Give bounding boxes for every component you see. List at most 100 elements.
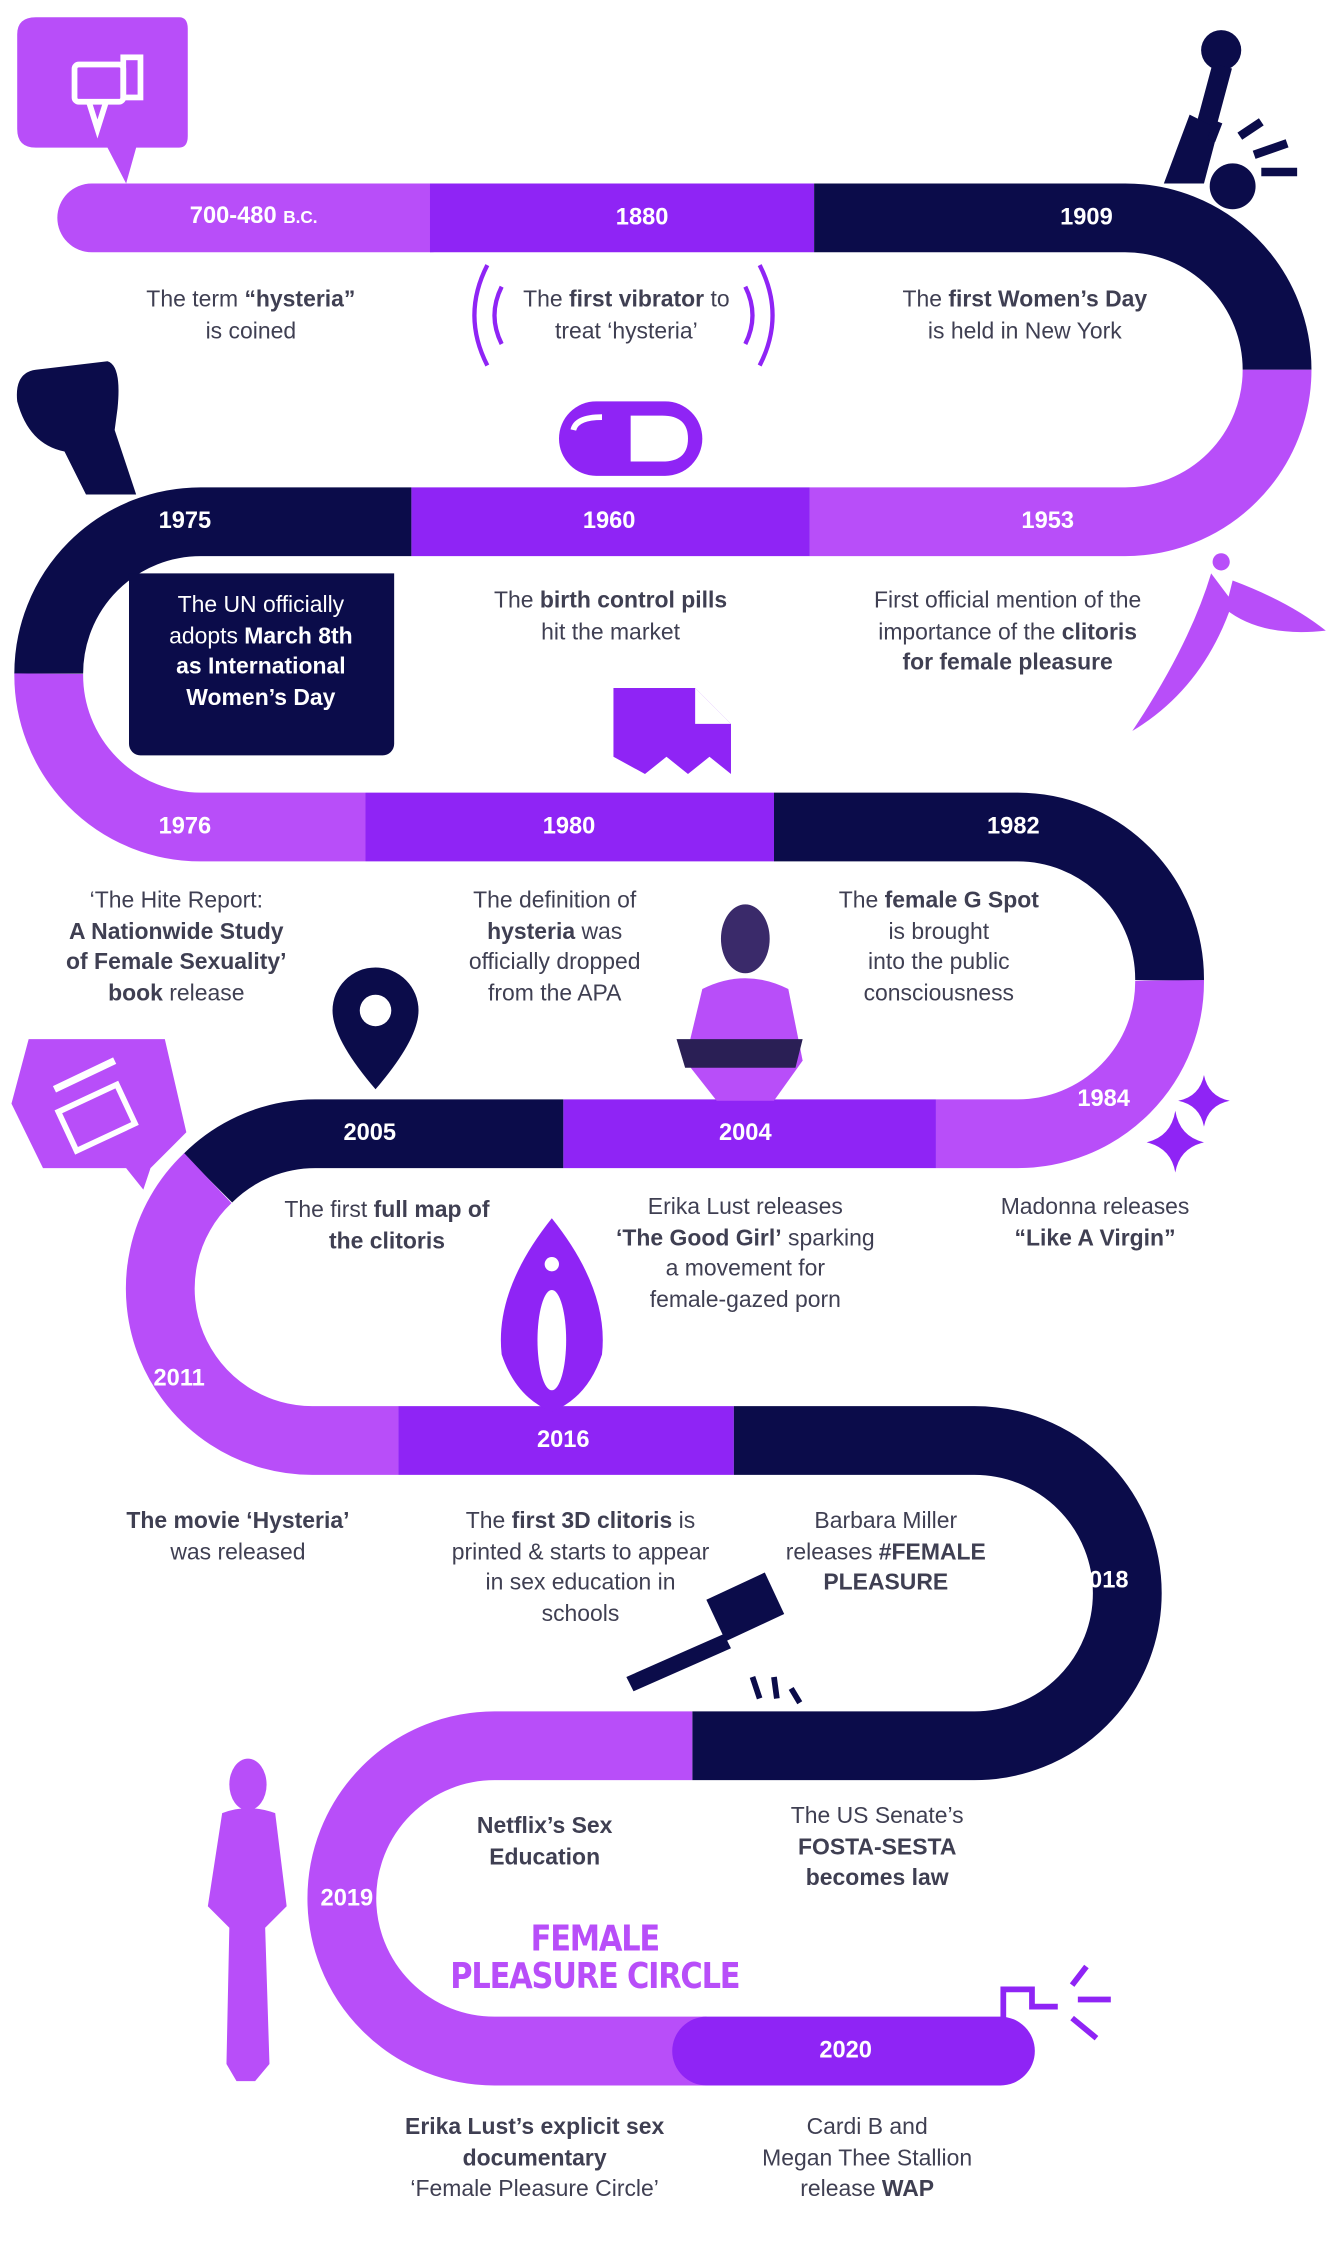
- description-text: The: [465, 1509, 512, 1534]
- description-text: Cardi B and Megan Thee Stallion release: [762, 2115, 973, 2202]
- year-label: 2004: [719, 1120, 772, 1146]
- description-text: is brought into the public consciousness: [863, 919, 1015, 1006]
- event-description: Netflix’s Sex Education: [477, 1812, 613, 1874]
- year-label: 2016: [536, 1426, 590, 1453]
- emphasis-text: first 3D clitoris: [511, 1509, 673, 1534]
- track-segment: [814, 183, 1312, 371]
- description-text: Madonna releases: [1000, 1195, 1190, 1220]
- event-description: Madonna releases “Like A Virgin”: [1001, 1193, 1190, 1255]
- description-text: release: [162, 981, 245, 1006]
- track-segment: [307, 1711, 707, 2086]
- woman-crossed-arms-icon: [676, 904, 803, 1101]
- year-label: 1982: [987, 813, 1040, 840]
- description-text: The term: [146, 288, 245, 313]
- description-text: is coined: [205, 318, 297, 344]
- event-description: The definition of hysteria was officiall…: [469, 886, 641, 1009]
- event-description: First official mention of the importance…: [874, 586, 1141, 678]
- emphasis-text: WAP: [881, 2177, 935, 2202]
- event-description: The first Women’s Day is held in New Yor…: [902, 285, 1147, 347]
- description-text: The: [523, 288, 569, 313]
- emphasis-text: female G Spot: [884, 888, 1039, 914]
- event-highlight-box: The UN officially adopts March 8th as In…: [128, 573, 395, 756]
- year-label: 1953: [1021, 508, 1075, 534]
- event-description: The term “hysteria” is coined: [146, 285, 355, 347]
- description-text: was officially dropped from the APA: [468, 919, 641, 1006]
- emphasis-text: birth control pills: [539, 589, 728, 614]
- description-text: is printed & starts to appear in sex edu…: [451, 1509, 710, 1627]
- statue-of-liberty-icon: [1163, 30, 1298, 210]
- description-text: sparking a movement for female-gazed por…: [649, 1226, 875, 1313]
- event-description: Erika Lust’s explicit sex documentary ‘F…: [405, 2113, 664, 2205]
- event-description: The US Senate’s FOSTA-SESTA becomes law: [791, 1802, 964, 1894]
- emphasis-text: hysteria: [487, 919, 576, 944]
- event-description: The first full map of the clitoris: [284, 1195, 489, 1257]
- year-label: 1976: [158, 813, 212, 840]
- emphasis-text: “hysteria”: [244, 288, 356, 313]
- pill-icon: [558, 401, 703, 476]
- year-label: 1984: [1077, 1085, 1130, 1112]
- vulva-icon: [500, 1218, 603, 1412]
- vibration-arcs-icon: [472, 264, 775, 367]
- emphasis-text: A Nationwide Study of Female Sexuality’ …: [66, 919, 287, 1006]
- event-description: Erika Lust releases ‘The Good Girl’ spar…: [616, 1193, 875, 1316]
- event-description: The first vibrator to treat ‘hysteria’: [523, 285, 729, 347]
- year-label: 1980: [542, 813, 596, 840]
- description-text: Barbara Miller releases: [785, 1509, 958, 1565]
- description-text: Erika Lust releases: [647, 1195, 843, 1220]
- year-label: 2020: [819, 2037, 872, 2064]
- emphasis-text: first vibrator: [568, 288, 705, 313]
- event-description: The first 3D clitoris is printed & start…: [452, 1506, 710, 1629]
- year-label: 2018: [1075, 1567, 1129, 1594]
- thumbs-down-speech-icon: [17, 17, 188, 184]
- track-segment: [183, 1099, 564, 1204]
- description-text: First official mention of the importance…: [873, 589, 1142, 645]
- year-label: 1960: [582, 508, 636, 534]
- year-label: 1975: [158, 508, 212, 534]
- event-description: Barbara Miller releases #FEMALE PLEASURE: [786, 1506, 986, 1598]
- description-text: The: [493, 589, 540, 614]
- description-text: The first: [284, 1198, 374, 1223]
- year-label: 700-480 B.C.: [190, 203, 318, 230]
- description-text: The UN officially adopts: [169, 593, 345, 649]
- event-description: The UN officially adopts March 8th as In…: [169, 591, 353, 714]
- year-label: 2005: [343, 1120, 397, 1146]
- description-text: ‘Female Pleasure Circle’: [410, 2177, 659, 2202]
- description-text: The: [902, 288, 949, 313]
- event-description: ‘The Hite Report: A Nationwide Study of …: [66, 886, 287, 1009]
- emphasis-text: for female pleasure: [902, 650, 1113, 676]
- year-text: 700-480: [189, 202, 277, 229]
- description-text: The US Senate’s: [790, 1804, 964, 1829]
- gavel-icon: [626, 1572, 803, 1705]
- emphasis-text: clitoris: [1061, 619, 1137, 645]
- track-segment: [809, 368, 1312, 557]
- wap-graphic-icon: [1000, 1964, 1111, 2041]
- description-text: The: [838, 888, 885, 914]
- location-pin-icon: [332, 967, 419, 1090]
- track-segment: [773, 792, 1204, 981]
- butterfly-clitoris-icon: [1132, 553, 1326, 731]
- track-segment: [14, 487, 412, 675]
- track-segment: [692, 1406, 1162, 1781]
- description-text: The definition of: [473, 888, 637, 914]
- year-label: 1909: [1060, 204, 1113, 231]
- emphasis-text: first Women’s Day: [948, 288, 1148, 313]
- clapperboard-speech-icon: [11, 1039, 187, 1190]
- event-description: The female G Spot is brought into the pu…: [839, 886, 1039, 1009]
- emphasis-text: March 8th as International Women’s Day: [176, 624, 353, 711]
- emphasis-text: #FEMALE PLEASURE: [823, 1540, 986, 1596]
- emphasis-text: The movie ‘Hysteria’: [126, 1509, 350, 1534]
- emphasis-text: ‘The Good Girl’: [615, 1226, 782, 1251]
- sparkle-icon: [1146, 1074, 1230, 1173]
- torn-document-icon: [613, 687, 731, 774]
- year-label: 2011: [153, 1365, 205, 1392]
- standing-woman-icon: [207, 1758, 287, 2082]
- year-label: 1880: [615, 204, 669, 231]
- description-text: is held in New York: [927, 318, 1122, 344]
- track-segment: [125, 1153, 399, 1475]
- description-text: to treat ‘hysteria’: [554, 288, 730, 344]
- event-description: Cardi B and Megan Thee Stallion release …: [762, 2113, 972, 2205]
- track-segment: [935, 979, 1204, 1169]
- year-suffix: B.C.: [283, 207, 318, 228]
